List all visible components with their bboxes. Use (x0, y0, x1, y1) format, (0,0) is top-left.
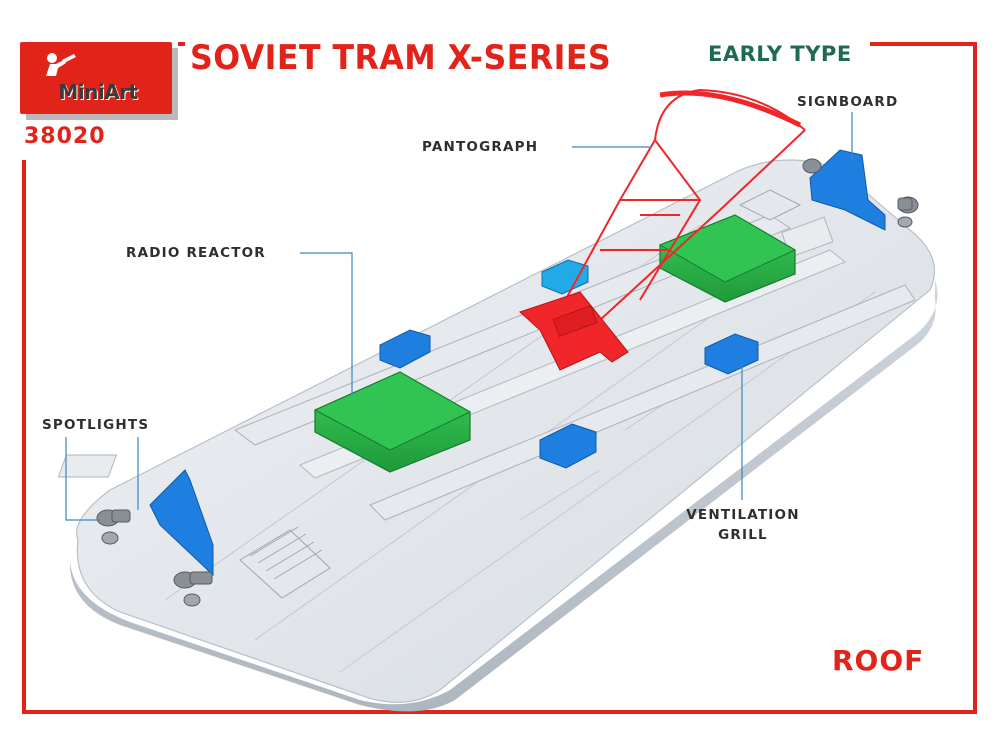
signboard-front (149, 469, 214, 577)
page-title: SOVIET TRAM X-SERIES (190, 38, 612, 78)
ventilation-grill-1 (379, 329, 431, 369)
page-subtitle: EARLY TYPE (708, 42, 852, 66)
ventilation-grill-3 (539, 423, 597, 469)
ventilation-grill-2 (541, 259, 589, 295)
roof-grate-front (239, 529, 331, 599)
section-label: ROOF (832, 644, 925, 677)
brand-logo (20, 42, 172, 114)
callout-ventilation-line2: GRILL (718, 527, 768, 543)
logo-figure-icon (46, 53, 76, 76)
signboard-rear (809, 149, 886, 231)
leader-spotlights-1 (65, 437, 100, 521)
callout-ventilation-grill: VENTILATION GRILL (672, 505, 814, 545)
callout-radio-reactor: RADIO REACTOR (126, 245, 266, 261)
spotlight-rear (802, 158, 919, 228)
callout-pantograph: PANTOGRAPH (422, 139, 539, 155)
callout-spotlights: SPOTLIGHTS (42, 417, 150, 433)
roof-hatch-front (57, 454, 118, 478)
spotlight-right (173, 571, 213, 607)
spotlight-left (96, 509, 131, 545)
ventilation-grill-4 (704, 333, 759, 375)
leader-radio-reactor (300, 252, 353, 395)
brand-name: MiniArt (58, 80, 138, 104)
roof-grate-rear (738, 189, 802, 221)
pantograph (559, 88, 806, 321)
product-code: 38020 (24, 124, 106, 149)
callout-signboard: SIGNBOARD (797, 94, 899, 110)
callout-ventilation-line1: VENTILATION (686, 507, 800, 523)
